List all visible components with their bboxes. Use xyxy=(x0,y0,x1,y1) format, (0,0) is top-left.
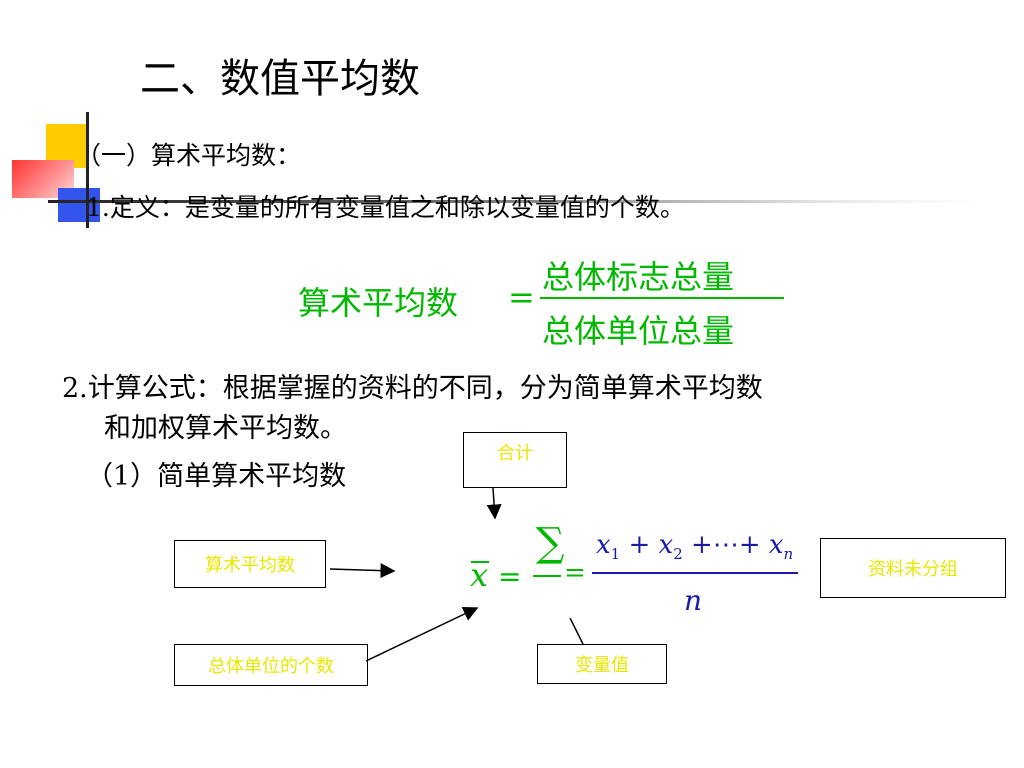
formula1-lhs: 算术平均数 xyxy=(298,284,459,322)
label-unit-count: 总体单位的个数 xyxy=(174,644,368,686)
formula2-xbar-overline xyxy=(471,561,489,563)
label-arith-mean: 算术平均数 xyxy=(174,540,326,588)
slide-title: 二、数值平均数 xyxy=(140,56,420,102)
formula1-equals: = xyxy=(508,278,535,316)
formula2-plus2: +⋯+ xyxy=(691,530,761,560)
formula2-subn: n xyxy=(783,545,794,564)
formula2-x2: x xyxy=(658,530,674,560)
item-simple-mean: （1）简单算术平均数 xyxy=(86,461,347,492)
arrow-arith-mean xyxy=(329,563,396,579)
formula2-plus1: + xyxy=(628,530,651,560)
formula2-x1: x xyxy=(596,530,611,560)
formula1-fraction-bar xyxy=(540,297,784,299)
formula2-sub1: 1 xyxy=(610,545,621,564)
formula2-sigma-bar xyxy=(533,575,561,577)
formula2-xn: x xyxy=(768,530,784,560)
formula1-numerator: 总体标志总量 xyxy=(542,258,735,296)
formula2-fraction-bar xyxy=(592,572,798,574)
subtitle: （一）算术平均数： xyxy=(76,141,302,170)
arrow-unit-count xyxy=(365,607,479,662)
item2-line1: 2.计算公式：根据掌握的资料的不同，分为简单算术平均数 xyxy=(62,373,763,404)
formula2-sub2: 2 xyxy=(673,545,683,564)
decor-vertical-line xyxy=(86,112,89,228)
item2-line2: 和加权算术平均数。 xyxy=(104,413,347,444)
label-variable-value: 变量值 xyxy=(537,644,667,684)
formula1-denominator: 总体单位总量 xyxy=(542,312,735,350)
arrow-total xyxy=(486,487,502,520)
formula2-sigma: ∑ xyxy=(536,520,565,566)
formula2-xbar: x xyxy=(470,556,489,594)
arrow-variable-value xyxy=(569,617,584,645)
label-ungrouped: 资料未分组 xyxy=(820,538,1006,598)
formula2-numerator: x1 + x2 +⋯+ xn xyxy=(596,530,793,563)
formula2-equals1: = xyxy=(498,560,522,593)
label-total: 合计 xyxy=(463,432,567,488)
formula2-denominator: n xyxy=(684,584,703,617)
formula2-equals2: = xyxy=(564,558,586,588)
definition-text: 1.定义：是变量的所有变量值之和除以变量值的个数。 xyxy=(86,193,685,222)
decor-blue-square xyxy=(58,188,100,222)
decor-horizontal-line xyxy=(48,200,978,203)
